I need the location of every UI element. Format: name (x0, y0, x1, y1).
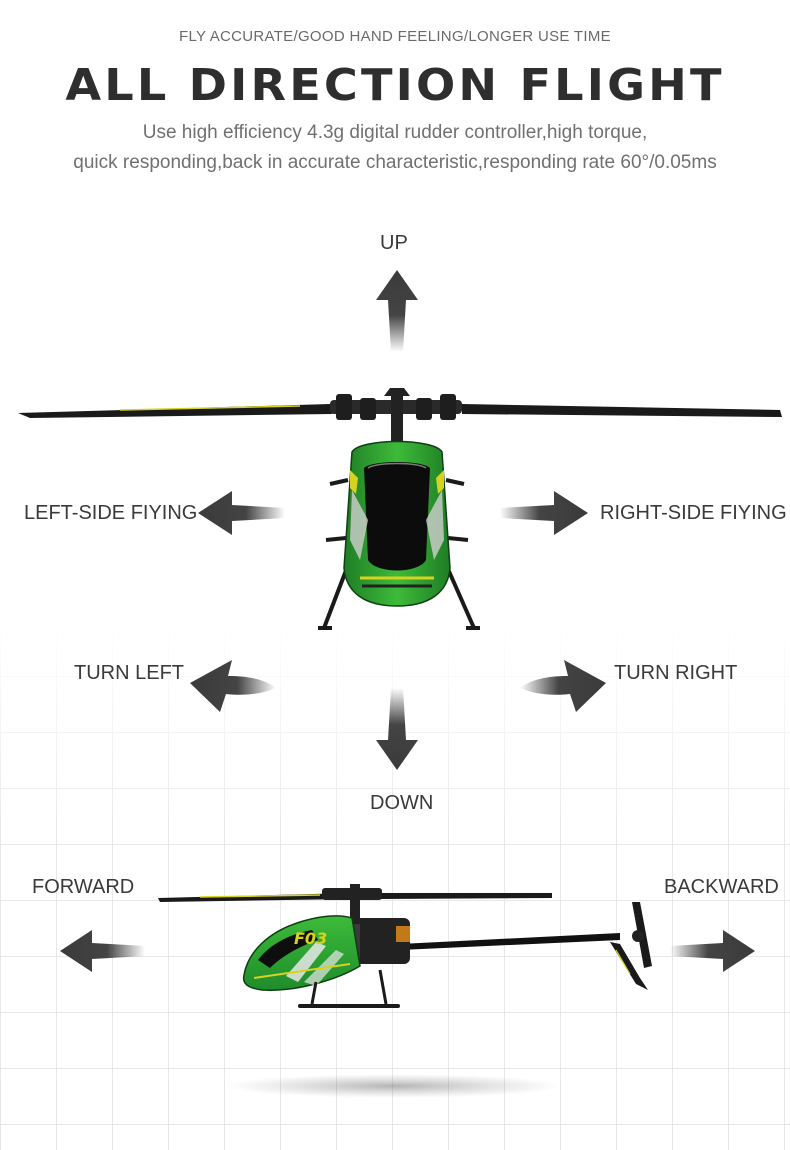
forward-arrow-icon (60, 930, 145, 972)
helicopter-front-view (18, 388, 782, 630)
description-line-1: Use high efficiency 4.3g digital rudder … (142, 122, 648, 143)
ground-shadow (226, 1074, 562, 1098)
label-forward: FORWARD (32, 876, 135, 898)
model-label: F03 (294, 929, 327, 948)
left-arrow-icon (198, 491, 285, 535)
page-title: ALL DIRECTION FLIGHT (65, 60, 725, 111)
label-right-side: RIGHT-SIDE FIYING (600, 502, 787, 524)
label-turn-left: TURN LEFT (74, 662, 184, 684)
right-arrow-icon (500, 491, 588, 535)
up-arrow-icon (376, 270, 418, 352)
label-left-side: LEFT-SIDE FIYING (24, 502, 198, 524)
down-arrow-icon (376, 688, 418, 770)
description: Use high efficiency 4.3g digital rudder … (20, 118, 770, 178)
helicopter-side-view: F03 (158, 884, 652, 1008)
tagline: FLY ACCURATE/GOOD HAND FEELING/LONGER US… (179, 28, 611, 45)
backward-arrow-icon (670, 930, 755, 972)
turn-right-arrow-icon (520, 660, 606, 712)
label-up: UP (380, 232, 408, 254)
label-backward: BACKWARD (664, 876, 779, 898)
turn-left-arrow-icon (190, 660, 276, 712)
description-line-2: quick responding,back in accurate charac… (73, 152, 717, 173)
label-turn-right: TURN RIGHT (614, 662, 738, 684)
label-down: DOWN (370, 792, 434, 814)
